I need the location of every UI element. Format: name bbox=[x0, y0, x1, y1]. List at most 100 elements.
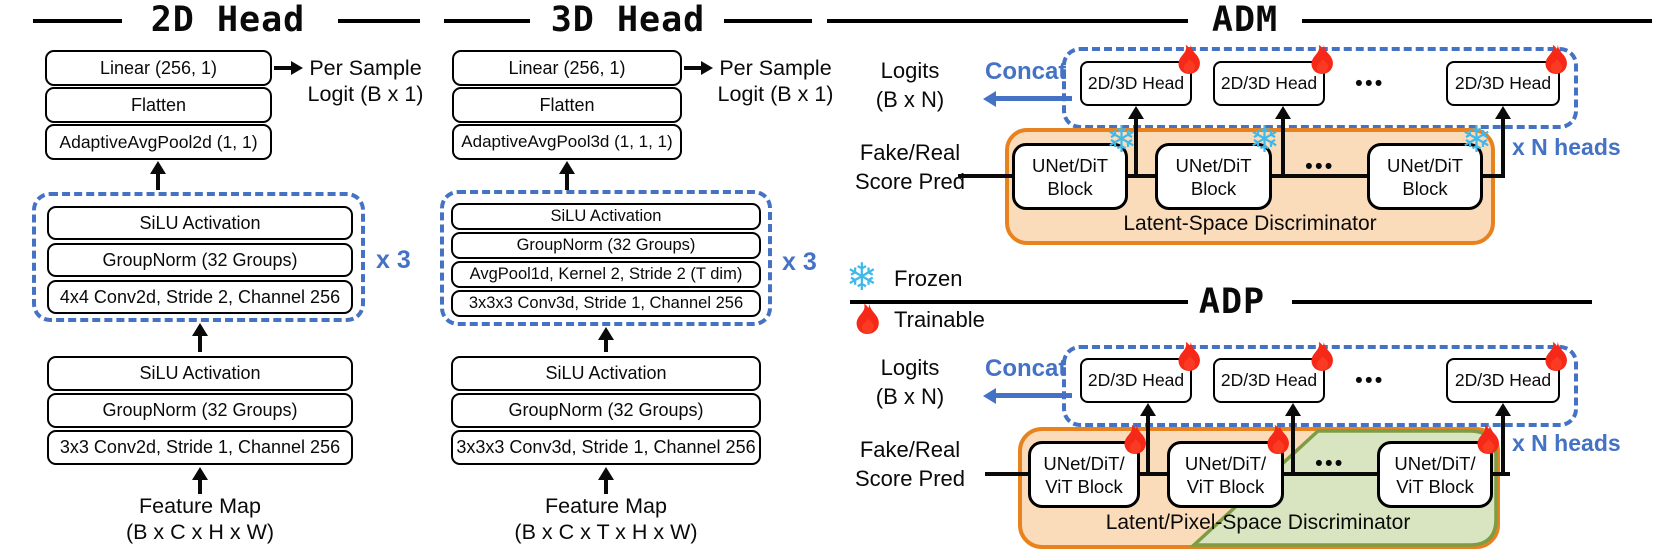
concat-label: Concat bbox=[985, 58, 1067, 85]
n-heads-label: x N heads bbox=[1512, 134, 1621, 160]
riser-arrow bbox=[1134, 119, 1138, 176]
unet-dit-vit-block: UNet/DiT/ ViT Block bbox=[1167, 441, 1284, 508]
input-label: Feature Map (B x C x H x W) bbox=[75, 493, 325, 545]
riser-arrow bbox=[1501, 119, 1505, 176]
title-rule bbox=[33, 19, 122, 23]
block-line1: UNet/DiT/ bbox=[1043, 452, 1125, 474]
riser-arrow bbox=[1501, 416, 1505, 473]
flame-icon bbox=[1176, 44, 1203, 76]
layer-box: Flatten bbox=[45, 87, 272, 123]
repeat-group-3d bbox=[440, 190, 772, 326]
ellipsis: ••• bbox=[1305, 155, 1335, 178]
block-line1: UNet/DiT bbox=[1031, 154, 1109, 176]
flame-icon bbox=[1309, 44, 1336, 76]
score-label: Fake/Real Score Pred bbox=[840, 435, 980, 493]
up-arrow bbox=[198, 336, 202, 352]
section-title-adm: ADM bbox=[1211, 0, 1279, 40]
score-label: Fake/Real Score Pred bbox=[840, 138, 980, 196]
layer-box: GroupNorm (32 Groups) bbox=[47, 243, 353, 277]
up-arrow bbox=[604, 480, 608, 494]
title-rule bbox=[444, 19, 530, 23]
logits-line1: Logits bbox=[880, 58, 940, 83]
block-line1: UNet/DiT bbox=[1386, 154, 1464, 176]
block-line1: UNet/DiT/ bbox=[1394, 452, 1476, 474]
head-box: 2D/3D Head bbox=[1080, 61, 1192, 106]
riser-arrow bbox=[1291, 416, 1295, 473]
output-label-line2: Logit (B x 1) bbox=[307, 82, 424, 106]
block-line1: UNet/DiT bbox=[1175, 154, 1252, 176]
unet-dit-block: UNet/DiT Block bbox=[1012, 143, 1128, 210]
layer-box: SiLU Activation bbox=[47, 206, 353, 240]
output-label-line2: Logit (B x 1) bbox=[717, 82, 834, 106]
title-rule bbox=[850, 300, 1188, 304]
score-line1: Fake/Real bbox=[859, 437, 961, 462]
layer-box: SiLU Activation bbox=[451, 203, 761, 230]
title-rule bbox=[724, 19, 812, 23]
input-label-line1: Feature Map bbox=[545, 494, 667, 518]
title-rule bbox=[338, 19, 420, 23]
flame-icon bbox=[1475, 424, 1502, 456]
layer-box: 3x3x3 Conv3d, Stride 1, Channel 256 bbox=[451, 430, 761, 465]
logits-label: Logits (B x N) bbox=[845, 353, 975, 411]
head-box: 2D/3D Head bbox=[1446, 358, 1560, 403]
ellipsis: ••• bbox=[1355, 369, 1385, 392]
flame-icon bbox=[1543, 341, 1570, 373]
layer-box: SiLU Activation bbox=[47, 356, 353, 391]
repeat-count-label: x 3 bbox=[782, 248, 817, 276]
output-label: Per Sample Logit (B x 1) bbox=[298, 55, 433, 107]
flame-icon bbox=[1265, 424, 1292, 456]
output-label-line1: Per Sample bbox=[719, 56, 832, 80]
repeat-group-2d bbox=[32, 192, 365, 322]
snowflake-icon: ❄ bbox=[846, 255, 878, 299]
output-label: Per Sample Logit (B x 1) bbox=[708, 55, 843, 107]
input-label-line2: (B x C x H x W) bbox=[125, 520, 275, 544]
legend-frozen-label: Frozen bbox=[894, 266, 963, 291]
head-box: 2D/3D Head bbox=[1213, 61, 1325, 106]
unet-dit-vit-block: UNet/DiT/ ViT Block bbox=[1028, 441, 1140, 508]
layer-box: AdaptiveAvgPool2d (1, 1) bbox=[45, 124, 272, 160]
layer-box: GroupNorm (32 Groups) bbox=[451, 232, 761, 259]
input-label: Feature Map (B x C x T x H x W) bbox=[481, 493, 731, 545]
snowflake-icon: ❄ bbox=[1461, 118, 1493, 161]
panel-title-2d-head: 2D Head bbox=[150, 0, 306, 40]
block-line2: ViT Block bbox=[1186, 475, 1265, 497]
flame-icon bbox=[1309, 341, 1336, 373]
discriminator-label: Latent-Space Discriminator bbox=[1123, 212, 1377, 235]
unet-dit-block: UNet/DiT Block bbox=[1367, 143, 1483, 210]
n-heads-label: x N heads bbox=[1512, 430, 1621, 456]
unet-dit-vit-block: UNet/DiT/ ViT Block bbox=[1377, 441, 1493, 508]
concat-arrow bbox=[996, 96, 1072, 101]
title-rule bbox=[1302, 19, 1652, 23]
title-rule bbox=[827, 19, 1188, 23]
block-line2: Block bbox=[1402, 177, 1448, 199]
layer-box: GroupNorm (32 Groups) bbox=[451, 393, 761, 428]
up-arrow bbox=[156, 174, 160, 190]
flame-icon bbox=[1543, 44, 1570, 76]
layer-box: Linear (256, 1) bbox=[452, 50, 682, 86]
layer-box: 4x4 Conv2d, Stride 2, Channel 256 bbox=[47, 280, 353, 314]
snowflake-icon: ❄ bbox=[1249, 118, 1281, 161]
block-line2: ViT Block bbox=[1396, 475, 1474, 497]
input-label-line1: Feature Map bbox=[139, 494, 261, 518]
layer-box: GroupNorm (32 Groups) bbox=[47, 393, 353, 428]
input-label-line2: (B x C x T x H x W) bbox=[514, 520, 698, 544]
repeat-count-label: x 3 bbox=[376, 246, 411, 274]
score-line1: Fake/Real bbox=[859, 140, 961, 165]
layer-box: SiLU Activation bbox=[451, 356, 761, 391]
head-box: 2D/3D Head bbox=[1213, 358, 1325, 403]
score-line2: Score Pred bbox=[854, 466, 966, 491]
layer-box: 3x3 Conv2d, Stride 1, Channel 256 bbox=[47, 430, 353, 465]
unet-dit-block: UNet/DiT Block bbox=[1155, 143, 1272, 210]
block-line2: Block bbox=[1190, 177, 1237, 199]
snowflake-icon: ❄ bbox=[1106, 118, 1138, 161]
riser-arrow bbox=[1146, 416, 1150, 473]
ellipsis: ••• bbox=[1315, 452, 1345, 475]
logits-line2: (B x N) bbox=[875, 384, 945, 409]
up-arrow bbox=[565, 174, 569, 190]
legend-trainable-label: Trainable bbox=[894, 307, 985, 332]
concat-label: Concat bbox=[985, 355, 1067, 382]
title-rule bbox=[1292, 300, 1592, 304]
block-line2: Block bbox=[1047, 177, 1093, 199]
head-box: 2D/3D Head bbox=[1446, 61, 1560, 106]
